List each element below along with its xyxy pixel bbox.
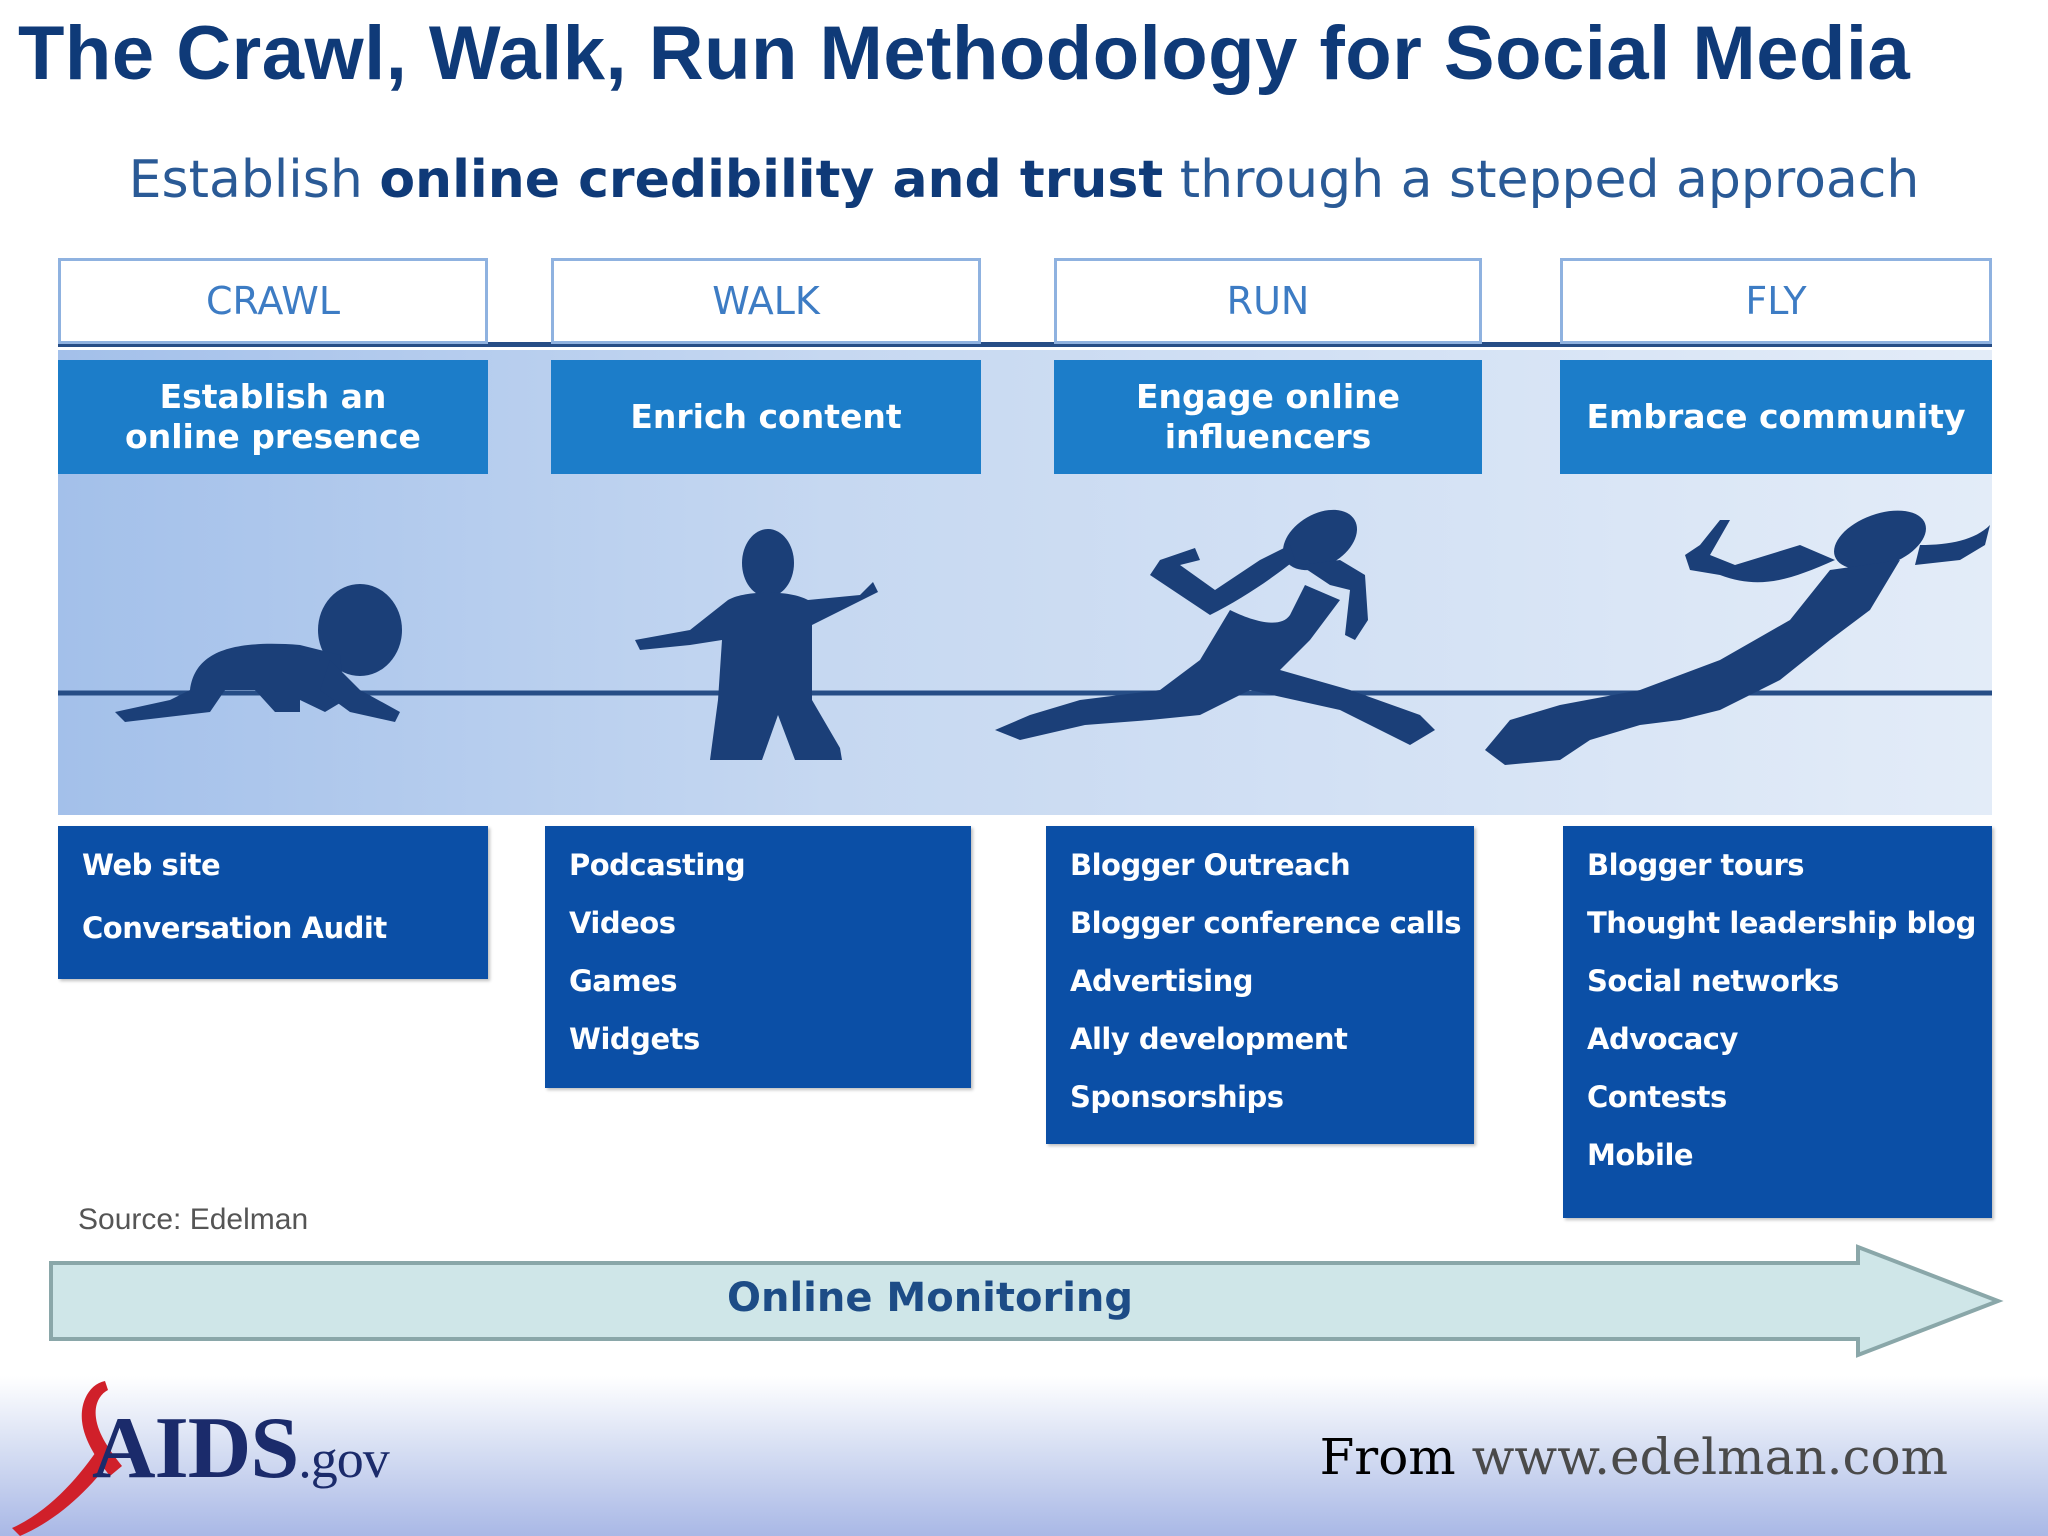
monitoring-arrow-label: Online Monitoring xyxy=(726,1275,1134,1321)
credit-url[interactable]: www.edelman.com xyxy=(1471,1428,1948,1486)
subtitle-part1: Establish xyxy=(128,150,380,210)
stage-goal-crawl: Establish an online presence xyxy=(58,360,488,474)
subtitle-bold: online credibility and trust xyxy=(379,150,1164,210)
tactic-item: Advocacy xyxy=(1587,1022,1738,1056)
tactic-item: Mobile xyxy=(1587,1138,1694,1172)
logo-suffix: .gov xyxy=(298,1429,389,1489)
red-ribbon-icon xyxy=(12,1381,122,1536)
tactic-item: Games xyxy=(569,964,678,998)
aids-gov-logo: AIDS.gov xyxy=(92,1398,390,1499)
stage-header-walk: WALK xyxy=(551,258,981,344)
tactic-item: Widgets xyxy=(569,1022,700,1056)
running-person-icon xyxy=(995,509,1435,745)
tactic-item: Blogger tours xyxy=(1587,848,1805,882)
tactic-item: Podcasting xyxy=(569,848,746,882)
source-note: Source: Edelman xyxy=(78,1203,309,1236)
logo-main: AIDS xyxy=(92,1400,299,1497)
crawling-baby-icon xyxy=(115,584,402,722)
tactics-crawl: Web site Conversation Audit xyxy=(58,826,488,979)
tactic-item: Contests xyxy=(1587,1080,1727,1114)
stage-header-fly: FLY xyxy=(1560,258,1992,344)
tactic-item: Web site xyxy=(82,848,221,882)
tactic-item: Sponsorships xyxy=(1070,1080,1284,1114)
tactic-item: Ally development xyxy=(1070,1022,1348,1056)
tactic-item: Blogger conference calls xyxy=(1070,906,1462,940)
stage-header-crawl: CRAWL xyxy=(58,258,488,344)
tactic-item: Videos xyxy=(569,906,676,940)
credit-prefix: From xyxy=(1319,1428,1472,1486)
footer-bar xyxy=(0,1376,2048,1536)
tactics-walk: Podcasting Videos Games Widgets xyxy=(545,826,971,1088)
top-divider-line xyxy=(58,342,1992,347)
stage-goal-run: Engage online influencers xyxy=(1054,360,1482,474)
stage-goal-walk: Enrich content xyxy=(551,360,981,474)
silhouettes xyxy=(58,509,1992,765)
tactic-item: Blogger Outreach xyxy=(1070,848,1351,882)
stage-goal-fly: Embrace community xyxy=(1560,360,1992,474)
tactic-item: Conversation Audit xyxy=(82,911,387,945)
credit-line: From www.edelman.com xyxy=(1320,1428,1948,1486)
tactic-item: Social networks xyxy=(1587,964,1839,998)
walking-child-icon xyxy=(635,529,878,760)
flying-person-icon xyxy=(1485,510,1990,765)
page-title: The Crawl, Walk, Run Methodology for Soc… xyxy=(18,11,1911,96)
tactic-item: Thought leadership blog xyxy=(1587,906,1976,940)
tactics-fly: Blogger tours Thought leadership blog So… xyxy=(1563,826,1992,1218)
monitoring-arrow xyxy=(49,1244,2004,1358)
subtitle-part2: through a stepped approach xyxy=(1163,150,1920,210)
tactics-run: Blogger Outreach Blogger conference call… xyxy=(1046,826,1474,1144)
stage-header-run: RUN xyxy=(1054,258,1482,344)
tactic-item: Advertising xyxy=(1070,964,1254,998)
subtitle: Establish online credibility and trust t… xyxy=(0,150,2048,210)
